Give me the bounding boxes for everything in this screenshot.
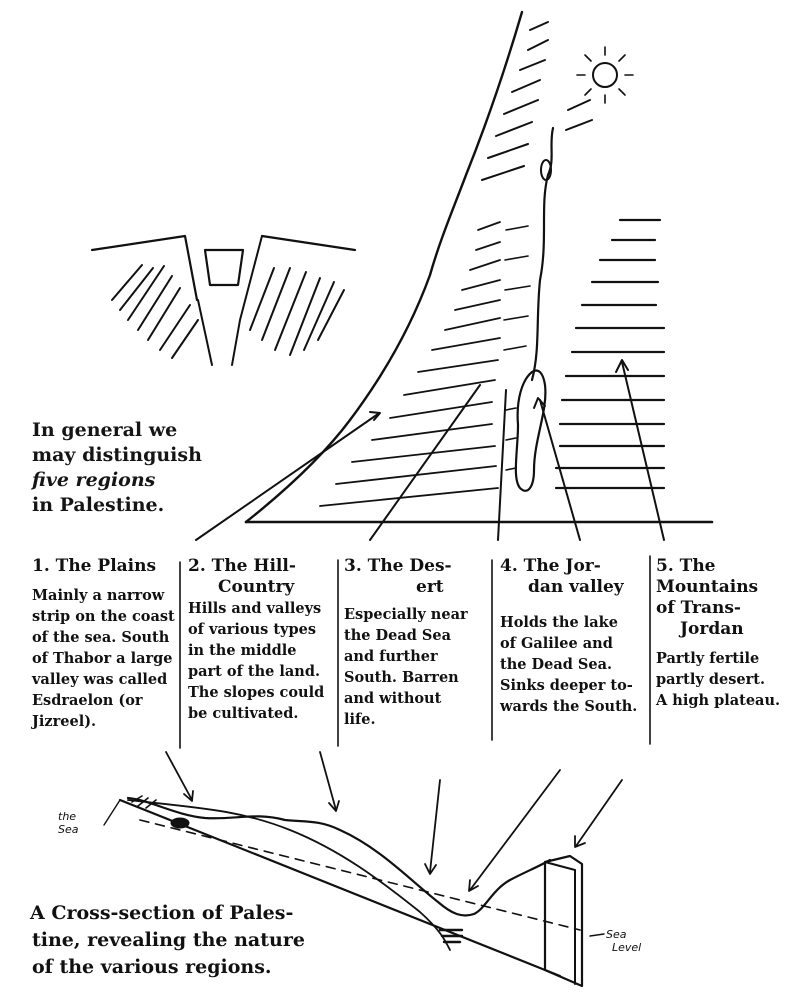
sea-label: the Sea <box>58 810 79 836</box>
region-title: Country <box>218 577 295 597</box>
region-body-line: Esdraelon (or <box>32 692 143 709</box>
region-body-line: be cultivated. <box>188 705 299 722</box>
region-body-line: Especially near <box>344 606 468 623</box>
region-body-line: partly desert. <box>656 671 765 688</box>
rift-section-sketch <box>90 234 357 366</box>
region-title: 4. The Jor- <box>500 556 601 576</box>
region-body-line: of various types <box>188 621 317 638</box>
region-body-line: and without <box>344 690 442 707</box>
sea-label-line: the <box>58 810 77 823</box>
sea-label-line: Sea <box>58 823 79 836</box>
region-body-line: life. <box>344 711 376 728</box>
intro-line: five regions <box>32 469 156 491</box>
region-body-line: Partly fertile <box>656 650 760 667</box>
region-title: 5. The <box>656 556 716 576</box>
region-body-line: of Galilee and <box>500 635 613 652</box>
region-hill-country: 2. The Hill- Country Hills and valleys o… <box>188 556 336 724</box>
caption-line: A Cross-section of Pales- <box>30 902 294 924</box>
region-body-line: valley was called <box>32 671 168 688</box>
region-plains: 1. The Plains Mainly a narrow strip on t… <box>32 556 178 732</box>
region-body-line: of the sea. South <box>32 629 170 646</box>
region-body-line: the Dead Sea <box>344 627 451 644</box>
region-title: Jordan <box>680 619 744 639</box>
intro-text: In general we may distinguish five regio… <box>32 418 202 518</box>
region-body-line: The slopes could <box>188 684 325 701</box>
region-title: of Trans- <box>656 598 741 618</box>
region-body-line: in the middle <box>188 642 297 659</box>
region-title: dan valley <box>528 577 624 597</box>
region-title: 1. The Plains <box>32 556 157 576</box>
region-title: Mountains <box>656 577 759 597</box>
land-block-diagram <box>195 10 714 541</box>
region-body-line: South. Barren <box>344 669 459 686</box>
region-title: 3. The Des- <box>344 556 452 576</box>
region-trans-jordan: 5. The Mountains of Trans- Jordan Partly… <box>656 556 796 711</box>
intro-line: In general we <box>32 419 178 441</box>
caption-line: of the various regions. <box>32 956 272 978</box>
region-body-line: A high plateau. <box>656 692 781 709</box>
region-desert: 3. The Des- ert Especially near the Dead… <box>344 556 490 730</box>
caption-line: tine, revealing the nature <box>32 929 305 951</box>
column-separators <box>179 555 651 749</box>
sea-level-label-line: Level <box>612 941 642 954</box>
region-body-line: Sinks deeper to- <box>500 677 633 694</box>
region-body-line: Mainly a narrow <box>32 587 165 604</box>
region-body-line: of Thabor a large <box>32 650 173 667</box>
cross-section-caption: A Cross-section of Pales- tine, revealin… <box>30 900 305 981</box>
region-body-line: and further <box>344 648 438 665</box>
region-title: 2. The Hill- <box>188 556 296 576</box>
region-body-line: wards the South. <box>500 698 638 715</box>
region-body-line: Holds the lake <box>500 614 618 631</box>
sea-level-label: Sea Level <box>606 928 641 954</box>
region-body-line: strip on the coast <box>32 608 175 625</box>
intro-line: in Palestine. <box>32 494 165 516</box>
sea-level-label-line: Sea <box>606 928 627 941</box>
intro-line: may distinguish <box>32 444 202 466</box>
region-title: ert <box>416 577 444 597</box>
region-body-line: the Dead Sea. <box>500 656 613 673</box>
region-body-line: Jizreel). <box>32 713 97 730</box>
region-body-line: part of the land. <box>188 663 321 680</box>
region-body-line: Hills and valleys <box>188 600 322 617</box>
region-jordan-valley: 4. The Jor- dan valley Holds the lake of… <box>500 556 648 717</box>
cross-section-diagram <box>103 751 623 988</box>
